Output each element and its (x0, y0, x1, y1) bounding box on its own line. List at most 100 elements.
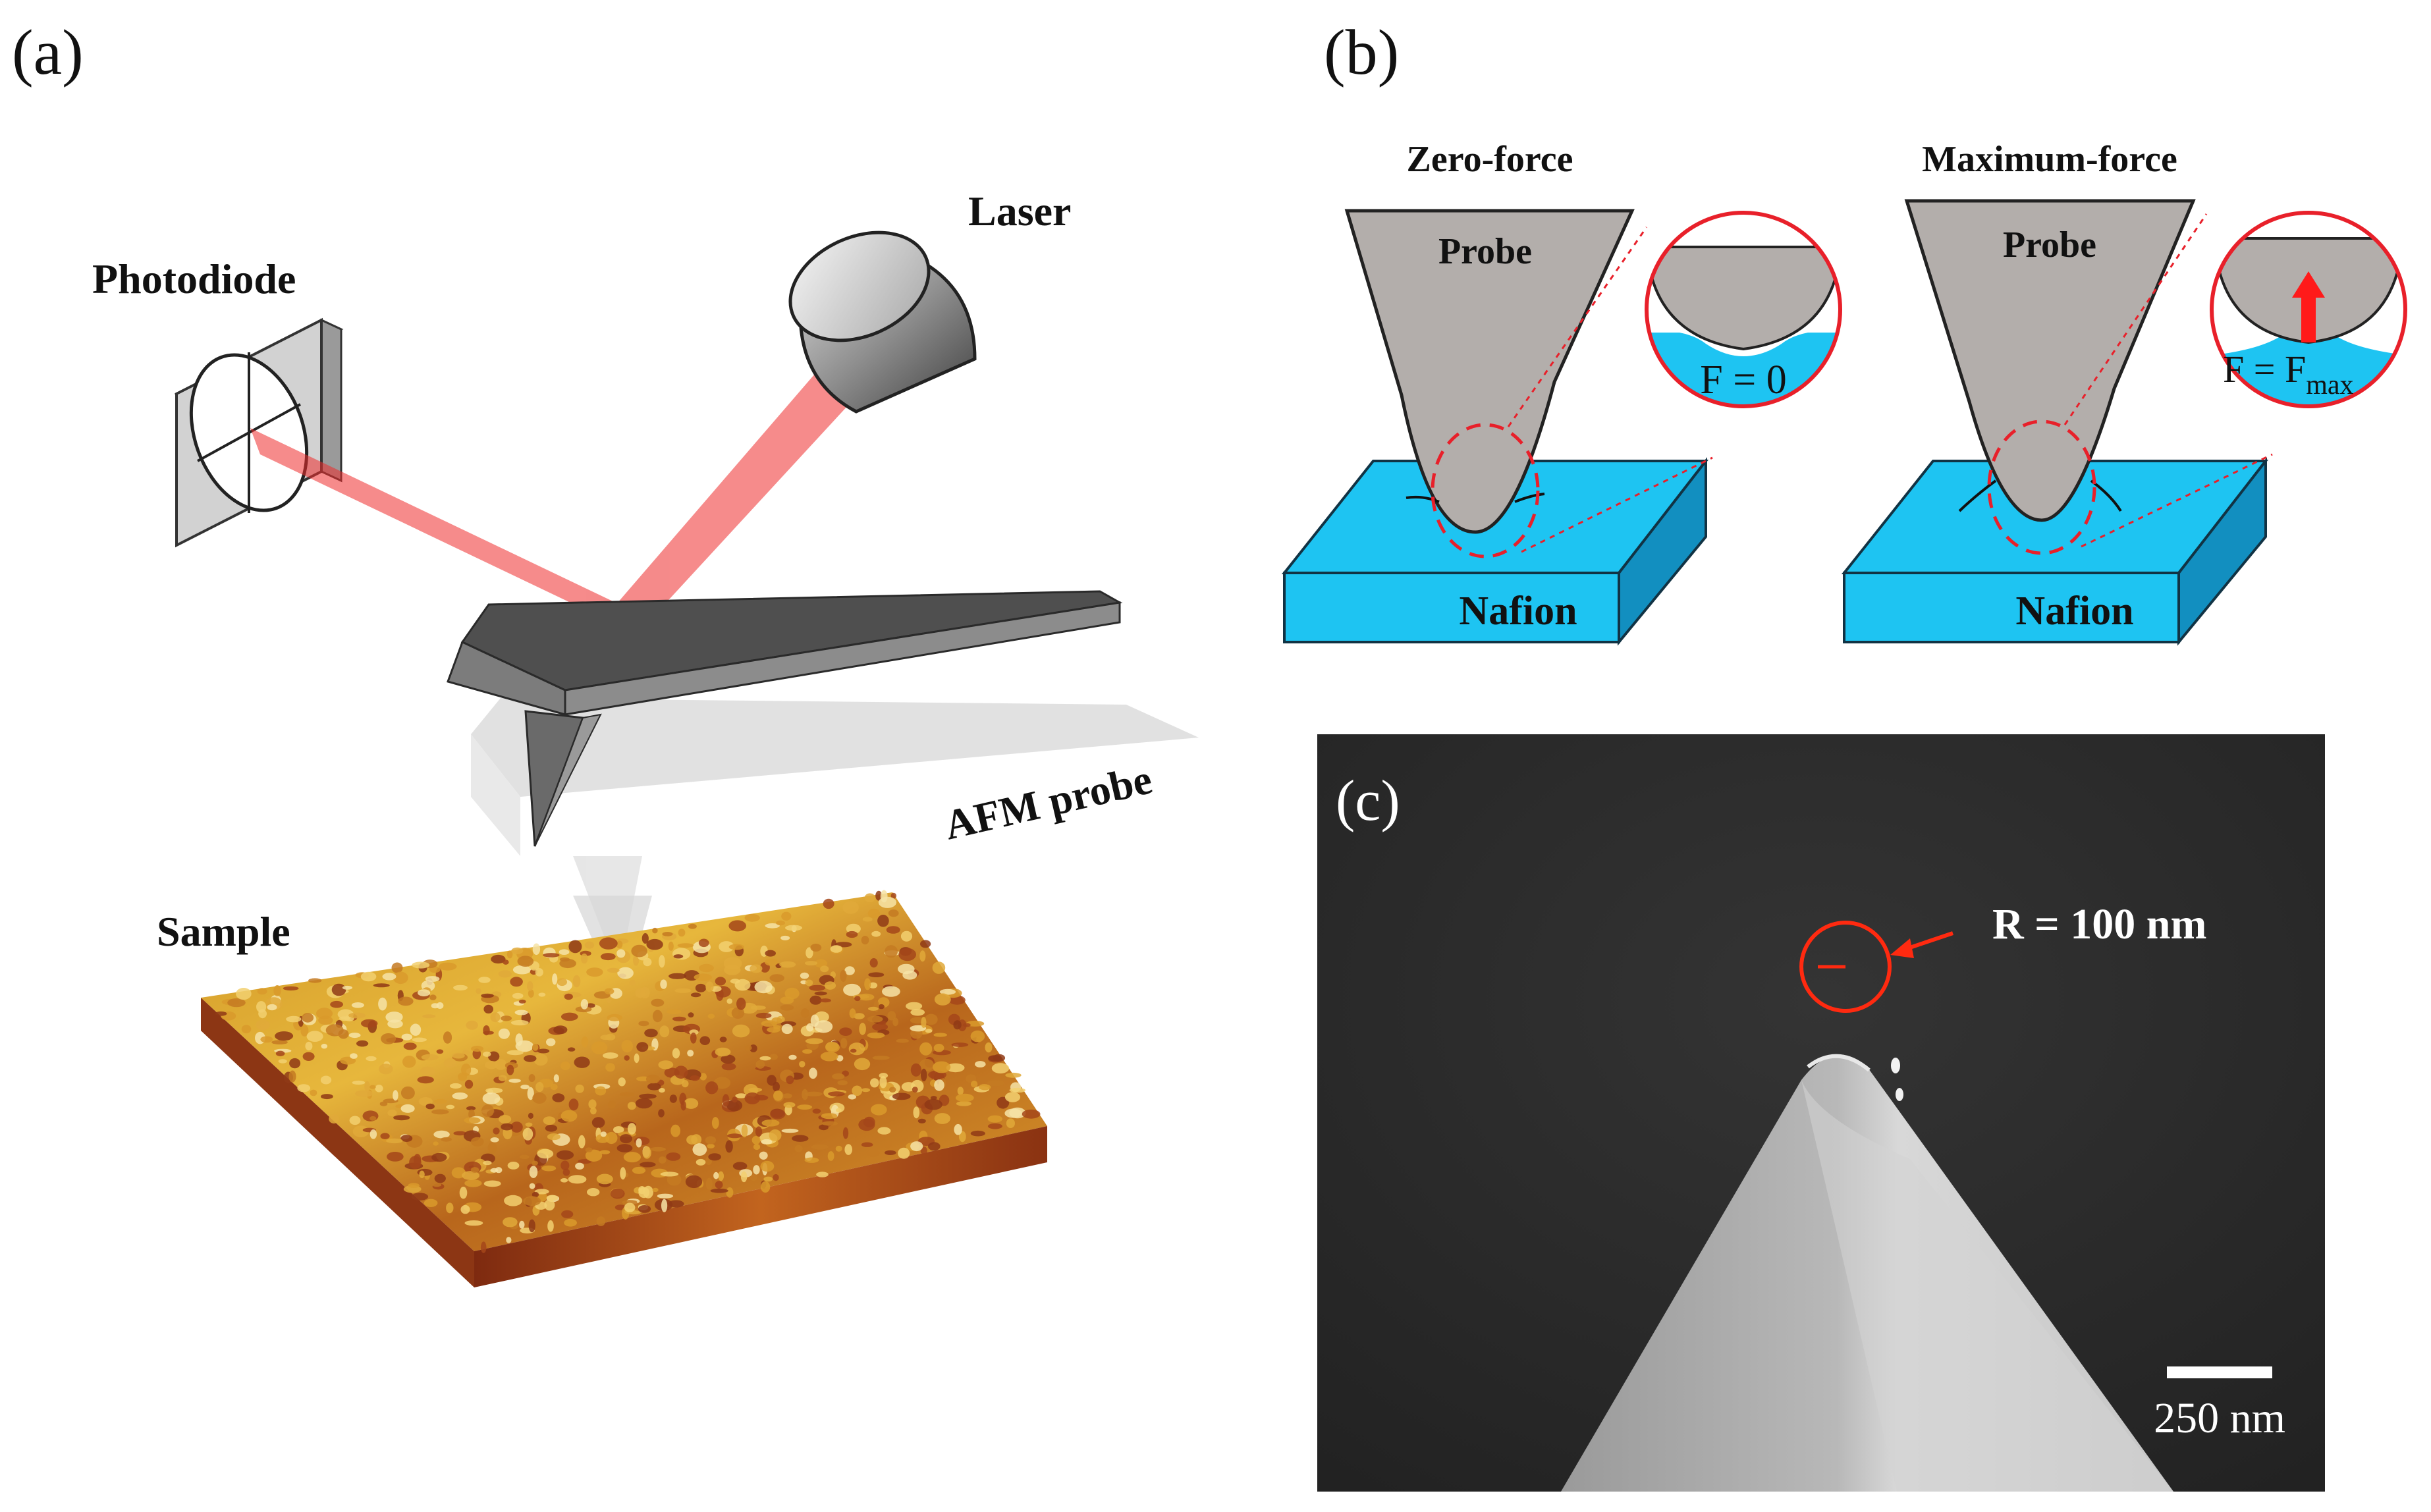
sample-grain (480, 1241, 487, 1253)
sample-grain (666, 1152, 681, 1161)
sample-grain (534, 1189, 549, 1195)
sample-grain (273, 985, 281, 996)
sample-grain (348, 1012, 366, 1019)
sample-grain (725, 1140, 733, 1153)
sample-grain (587, 1188, 600, 1197)
sample-grain (297, 1084, 311, 1093)
sample-grain (620, 1134, 632, 1144)
sample-grain (599, 937, 618, 950)
sample-grain (828, 1091, 845, 1096)
sample-grain (719, 941, 734, 952)
sample-grain (875, 890, 883, 901)
sample-grain (543, 953, 560, 958)
sample-grain (616, 949, 626, 958)
sample-grain (459, 1187, 468, 1199)
probe-shape-right (1904, 199, 2196, 522)
sample-grain (644, 1029, 658, 1038)
sample-grain (740, 1171, 748, 1183)
sample-grain (933, 1044, 944, 1052)
sample-label: Sample (157, 908, 290, 955)
sample-grain (639, 1093, 657, 1099)
sample-grain (629, 979, 636, 986)
sample-grain (519, 1220, 525, 1229)
sample-grain (824, 981, 836, 990)
sample-grain (913, 1106, 920, 1119)
sample-grain (498, 970, 512, 978)
sample-grain (750, 1005, 766, 1010)
sample-grain (748, 1087, 763, 1093)
sample-grain (433, 1130, 450, 1139)
sample-grain (420, 1066, 435, 1076)
sample-grain (421, 1054, 439, 1061)
sample-grain (744, 1045, 752, 1051)
sample-grain (800, 1008, 809, 1018)
sample-grain (892, 1093, 911, 1100)
sample-grain (854, 1058, 871, 1071)
sample-grain (482, 1093, 501, 1104)
sample-grain (698, 938, 709, 948)
sample-grain (642, 933, 649, 944)
sample-grain (806, 947, 813, 959)
sample-grain (423, 1199, 438, 1208)
sample-grain (387, 1109, 397, 1117)
sample-grain (483, 1004, 493, 1013)
sample-grain (958, 1131, 966, 1143)
sample-grain (862, 917, 873, 922)
sample-grain (934, 1079, 944, 1091)
sample-grain (352, 1080, 366, 1085)
sample-grain (872, 1023, 888, 1031)
sample-grain (275, 1031, 294, 1041)
sample-grain (878, 1004, 885, 1010)
sample-grain (854, 996, 861, 1002)
sample-grain (652, 1010, 663, 1023)
sample-grain (744, 1092, 761, 1104)
sample-grain (684, 1098, 699, 1109)
zoom-region-right (1987, 419, 2096, 555)
sample-grain (634, 1053, 640, 1064)
sample-grain (736, 997, 746, 1010)
panel-a-label: (a) (12, 17, 84, 88)
sample-grain (412, 1037, 427, 1042)
sample-grain (308, 978, 322, 983)
sample-grain (852, 1085, 863, 1096)
sample-grain (928, 1142, 941, 1151)
sample-grain (495, 1059, 507, 1070)
sample-grain (988, 1055, 1002, 1062)
sample-grain (919, 1058, 935, 1071)
sample-grain (532, 1093, 547, 1104)
sample-grain (387, 1152, 404, 1162)
sample-grain (924, 1098, 942, 1110)
sample-grain (781, 1128, 799, 1133)
sample-grain (863, 1116, 875, 1127)
sample-grain (596, 1174, 613, 1185)
sample-grain (522, 1127, 533, 1141)
sample-grain (443, 1031, 452, 1044)
sample-grain (773, 1174, 779, 1181)
sample-grain (483, 1025, 490, 1036)
sample-grain (652, 927, 658, 934)
sample-grain (902, 970, 917, 980)
sample-grain (501, 1123, 514, 1131)
sample-grain (987, 1123, 1002, 1129)
sample-grain (443, 1058, 456, 1068)
sample-grain (621, 1040, 633, 1053)
sample-grain (924, 1013, 938, 1025)
laser-icon (788, 230, 977, 414)
sample-grain (431, 1109, 449, 1115)
sample-grain (734, 979, 751, 991)
sample-grain (600, 953, 616, 961)
sample-grain (985, 1042, 993, 1053)
sample-grain (470, 1167, 479, 1173)
sample-grain (585, 1149, 603, 1162)
sample-grain (302, 1013, 314, 1023)
panel-c-label: (c) (1336, 769, 1400, 833)
sample-grain (532, 943, 541, 956)
sample-grain (785, 925, 802, 931)
sample-grain (809, 1067, 817, 1079)
sample-grain (898, 948, 916, 961)
sample-grain (753, 1165, 760, 1175)
sample-grain (718, 1171, 724, 1181)
sample-grain (356, 1040, 369, 1047)
sample-grain (810, 1014, 819, 1027)
sample-grain (987, 1115, 1003, 1123)
